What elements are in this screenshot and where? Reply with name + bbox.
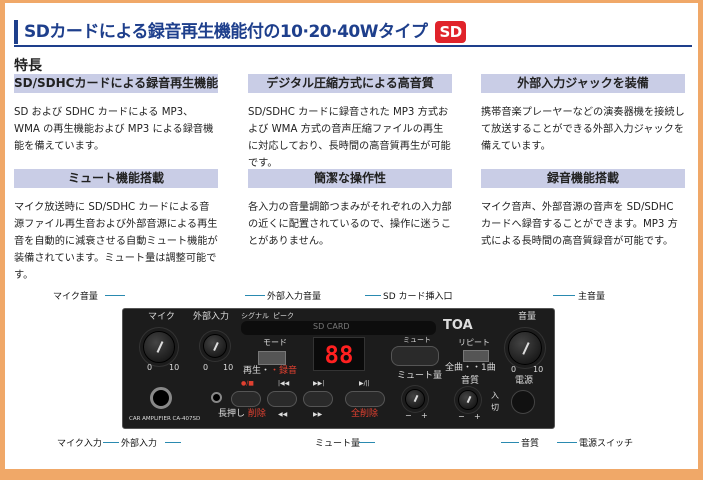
mic-input-jack[interactable] — [150, 387, 172, 409]
play-label: 再生・ — [243, 366, 271, 376]
callout-sd-slot: SD カード挿入口 — [383, 292, 453, 302]
callout-power-switch: 電源スイッチ — [579, 439, 634, 449]
repeat-options: 全曲・・1曲 — [445, 363, 496, 373]
fast-forward-icon: ▶▶ — [313, 411, 323, 418]
next-icon: ▶▶| — [313, 380, 325, 387]
callout-line — [553, 295, 575, 296]
mode-switch[interactable] — [258, 351, 286, 365]
next-button[interactable] — [303, 391, 333, 407]
callout-mic-input: マイク入力 — [57, 439, 102, 449]
scale-min: 0 — [203, 363, 209, 372]
feature-card: SD/SDHCカードによる録音再生機能 SD および SDHC カードによる MP… — [14, 74, 218, 155]
off-label: 切 — [491, 403, 499, 412]
rec-stop-icon: ●/■ — [241, 380, 254, 387]
feature-body: 携帯音楽プレーヤーなどの演奏器機を接続して放送することができる外部入力ジャックを… — [481, 107, 685, 152]
feature-heading: ミュート機能搭載 — [14, 169, 218, 188]
callout-ext-input: 外部入力 — [121, 439, 158, 449]
plus-label: + — [474, 412, 481, 421]
callout-line — [557, 442, 577, 443]
rec-stop-button[interactable] — [231, 391, 261, 407]
play-pause-button[interactable] — [345, 391, 385, 407]
feature-card: デジタル圧縮方式による高音質 SD/SDHC カードに録音された MP3 方式およ… — [248, 74, 452, 172]
feature-card: ミュート機能搭載マイク放送時に SD/SDHC カードによる音源ファイル再生音お… — [14, 169, 218, 284]
mic-volume-knob[interactable] — [143, 331, 175, 363]
callout-line — [165, 442, 181, 443]
callout-mute-level: ミュート量 — [315, 439, 361, 449]
callout-line — [103, 442, 119, 443]
mode-label: モード — [263, 338, 287, 347]
prev-button[interactable] — [267, 391, 297, 407]
title-rule — [14, 45, 692, 47]
ext-label: 外部入力 — [193, 312, 230, 322]
prev-icon: |◀◀ — [278, 380, 290, 387]
feature-heading: 外部入力ジャックを装備 — [481, 74, 685, 93]
signal-label: シグナル — [241, 312, 269, 320]
repeat-switch[interactable] — [463, 350, 489, 362]
sd-card-label: SD CARD — [313, 322, 350, 331]
feature-card: 簡潔な操作性各入力の音量調節つまみがそれぞれの入力部の近くに配置されているので、… — [248, 169, 452, 250]
minus-label: − — [458, 412, 465, 421]
callout-line — [245, 295, 265, 296]
section-title: 特長 — [14, 58, 42, 74]
feature-body: SD/SDHC カードに録音された MP3 方式および WMA 方式の音声圧縮フ… — [248, 107, 451, 169]
tone-knob[interactable] — [458, 390, 478, 410]
feature-heading: 簡潔な操作性 — [248, 169, 452, 188]
feature-body: 各入力の音量調節つまみがそれぞれの入力部の近くに配置されているので、操作に迷うこ… — [248, 202, 452, 247]
sd-slot[interactable] — [241, 321, 436, 335]
page-title: SDカードによる録音再生機能付の10·20·40Wタイプ SD — [14, 20, 466, 44]
page: SDカードによる録音再生機能付の10·20·40Wタイプ SD 特長 SD/SDH… — [5, 3, 698, 469]
amplifier-panel: マイク 外部入力 シグナル ピーク SD CARD TOA 音量 0 10 0 … — [122, 308, 555, 429]
callout-main-volume: 主音量 — [578, 292, 606, 302]
plus-label: + — [421, 411, 428, 420]
mute-button[interactable] — [391, 346, 439, 366]
power-label: 電源 — [515, 376, 534, 386]
callout-mic-volume: マイク音量 — [53, 292, 98, 302]
long-press-label: 長押し — [218, 409, 246, 419]
play-pause-icon: ▶/|| — [359, 380, 370, 387]
minus-label: − — [405, 411, 412, 420]
main-volume-knob[interactable] — [508, 331, 542, 365]
on-label: 入 — [491, 391, 499, 400]
callout-ext-volume: 外部入力音量 — [267, 292, 322, 302]
mic-label: マイク — [148, 312, 175, 322]
mute-level-knob[interactable] — [405, 389, 425, 409]
ext-volume-knob[interactable] — [203, 334, 227, 358]
repeat-label: リピート — [458, 338, 490, 347]
scale-max: 10 — [533, 365, 544, 374]
delete-label: 削除 — [247, 409, 266, 419]
tone-label: 音質 — [461, 376, 480, 386]
feature-body: マイク音声、外部音源の音声を SD/SDHC カードへ録音することができます。M… — [481, 202, 678, 247]
mute-label: ミュート — [403, 336, 431, 344]
model-label: CAR AMPLIFIER CA-407SD — [129, 416, 201, 422]
callout-line — [365, 295, 381, 296]
feature-heading: 録音機能搭載 — [481, 169, 685, 188]
feature-card: 録音機能搭載マイク音声、外部音源の音声を SD/SDHC カードへ録音することが… — [481, 169, 685, 250]
feature-heading: デジタル圧縮方式による高音質 — [248, 74, 452, 93]
rewind-icon: ◀◀ — [278, 411, 288, 418]
feature-body: SD および SDHC カードによる MP3、WMA の再生機能および MP3 … — [14, 107, 214, 152]
callout-line — [501, 442, 519, 443]
ext-input-jack[interactable] — [211, 392, 222, 403]
callout-line — [359, 442, 375, 443]
feature-body: マイク放送時に SD/SDHC カードによる音源ファイル再生音および外部音源によ… — [14, 202, 218, 281]
rec-label: ・録音 — [270, 366, 298, 376]
feature-heading: SD/SDHCカードによる録音再生機能 — [14, 74, 218, 93]
feature-card: 外部入力ジャックを装備携帯音楽プレーヤーなどの演奏器機を接続して放送することがで… — [481, 74, 685, 155]
scale-max: 10 — [169, 363, 180, 372]
sd-badge: SD — [435, 21, 466, 43]
scale-min: 0 — [511, 365, 517, 374]
led-display: 88 — [313, 337, 365, 371]
scale-max: 10 — [223, 363, 234, 372]
power-switch[interactable] — [511, 390, 535, 414]
volume-label: 音量 — [518, 312, 537, 322]
title-text: SDカードによる録音再生機能付の10·20·40Wタイプ — [24, 22, 428, 42]
callout-line — [105, 295, 125, 296]
callout-tone: 音質 — [521, 439, 540, 449]
peak-label: ピーク — [273, 312, 294, 320]
mute-level-label: ミュート量 — [397, 371, 443, 381]
scale-min: 0 — [147, 363, 153, 372]
toa-logo: TOA — [443, 318, 473, 333]
delete-all-label: 全削除 — [351, 409, 379, 419]
